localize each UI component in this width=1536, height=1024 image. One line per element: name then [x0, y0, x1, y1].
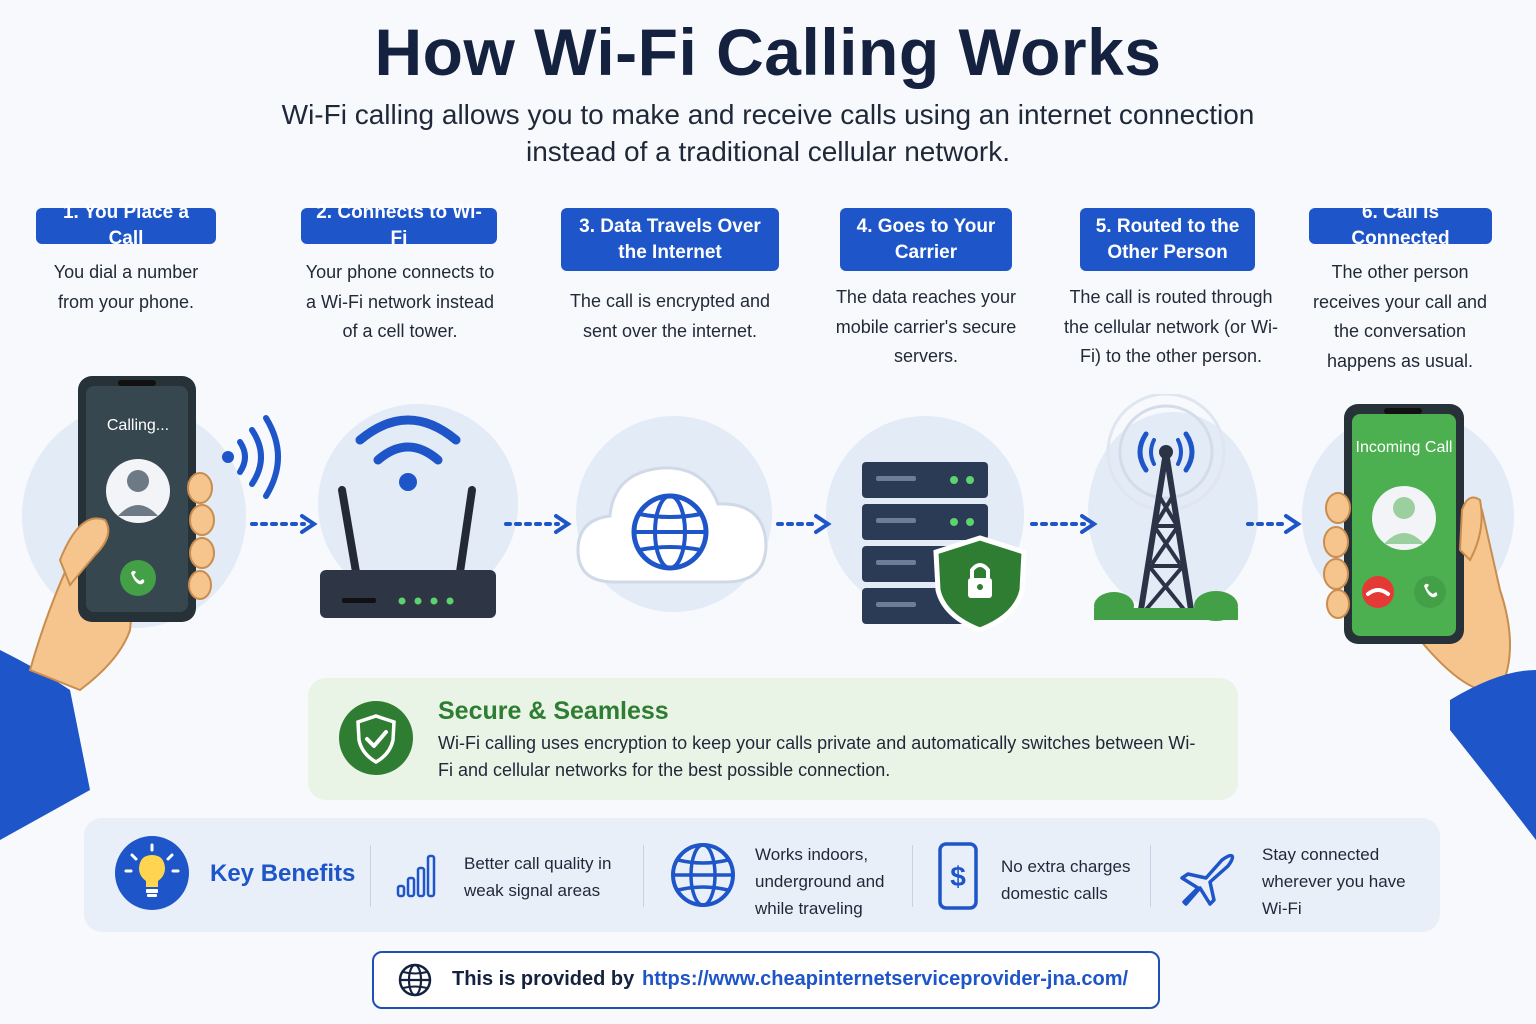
arrow-5-6 [1246, 514, 1302, 534]
step-6-badge: 6. Call Is Connected [1309, 202, 1492, 249]
globe-icon [398, 963, 432, 997]
benefit-4-text: Stay connected wherever you have Wi-Fi [1262, 845, 1406, 918]
right-hand-phone-illustration [1323, 404, 1536, 840]
signal-waves-icon [222, 415, 281, 499]
benefit-3-text: No extra charges domestic calls [1001, 857, 1131, 903]
step-3-badge: 3. Data Travels Over the Internet [561, 208, 779, 271]
page-title: How Wi-Fi Calling Works [374, 15, 1162, 89]
arrow-1-2 [250, 514, 318, 534]
step-5-desc: The call is routed through the cellular … [1063, 287, 1279, 366]
step-3-desc: The call is encrypted and sent over the … [569, 291, 771, 341]
step-2-badge: 2. Connects to Wi-Fi [301, 202, 497, 249]
footer-label: This is provided by [452, 968, 635, 990]
airplane-icon [1180, 853, 1235, 906]
arrow-3-4 [776, 514, 832, 534]
footer-banner [372, 951, 1160, 1009]
step-5-badge: 5. Routed to the Other Person [1080, 208, 1255, 271]
step-2-desc: Your phone connects to a Wi-Fi network i… [305, 262, 495, 341]
divider [1150, 845, 1151, 907]
secure-panel [308, 678, 1238, 800]
lightbulb-icon [115, 836, 189, 910]
step-4-desc: The data reaches your mobile carrier's s… [835, 287, 1017, 366]
phone-right-status: Incoming Call [1355, 439, 1453, 456]
cloud-globe-icon [576, 466, 768, 584]
secure-title: Secure & Seamless [438, 697, 669, 725]
globe-icon [671, 843, 735, 907]
divider [370, 845, 371, 907]
phone-left-status: Calling... [106, 417, 170, 434]
benefit-1-text: Better call quality in weak signal areas [464, 854, 612, 900]
benefits-title: Key Benefits [210, 860, 356, 887]
cell-tower-icon [1094, 394, 1238, 621]
divider [912, 845, 913, 907]
wifi-router-icon [320, 415, 496, 618]
signal-bars-icon [396, 854, 436, 898]
arrow-4-5 [1030, 514, 1098, 534]
step-1-desc: You dial a number from your phone. [53, 262, 199, 312]
page-subtitle: Wi-Fi calling allows you to make and rec… [281, 99, 1255, 167]
divider [643, 845, 644, 907]
benefits-panel [84, 818, 1440, 932]
step-1-badge: 1. You Place a Call [36, 202, 216, 249]
shield-check-icon [339, 701, 413, 775]
svg-text:$: $ [950, 861, 966, 892]
secure-server-icon [862, 462, 1027, 632]
step-4-badge: 4. Goes to Your Carrier [840, 208, 1012, 271]
arrow-2-3 [504, 514, 572, 534]
step-6-desc: The other person receives your call and … [1312, 262, 1488, 371]
left-hand-phone-illustration [0, 376, 215, 840]
footer-link[interactable]: https://www.cheapinternetserviceprovider… [642, 968, 1129, 990]
secure-text: Wi-Fi calling uses encryption to keep yo… [438, 733, 1196, 780]
benefit-2-text: Works indoors, underground and while tra… [755, 845, 885, 918]
dollar-phone-icon: $ [938, 842, 978, 910]
